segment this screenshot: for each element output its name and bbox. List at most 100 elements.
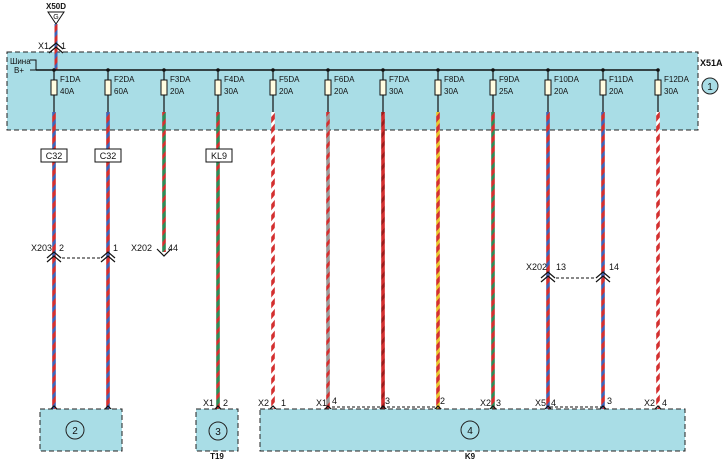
block-2-circle [65,420,85,440]
fuse-name-2: F2DA [114,75,135,84]
dest-pin-3: 4 [332,396,337,406]
x202-upper-chevron-icon [156,248,172,257]
block-4-number: 4 [467,426,473,437]
bus-bracket [30,59,37,71]
fuse-name-11: F11DA [609,75,634,84]
wire-10 [546,112,550,410]
x202-lower-pin-a: 13 [556,262,566,272]
x202-lower-name: X202 [526,262,547,272]
wire-11 [601,112,605,410]
fuse-icon-8 [434,79,442,96]
fuse-block-number-circle [701,77,719,95]
wire-2 [106,112,110,410]
dest-pin-2: 1 [281,398,286,408]
dest-conn-2: X2 [258,398,269,408]
wire-4 [216,112,220,410]
bus-label-line1: Шина [10,57,31,66]
fuse-icon-10 [544,79,552,96]
fuse-name-4: F4DA [224,75,245,84]
bus-junction-7 [381,68,385,72]
fuse-icon-12 [654,79,662,96]
fuse-name-8: F8DA [444,75,465,84]
fuse-name-6: F6DA [334,75,355,84]
bus-junction-4 [216,68,220,72]
fuse-rating-10: 20A [554,87,569,96]
fuse-icon-11 [599,79,607,96]
bus-junction-11 [601,68,605,72]
bus-junction-9 [491,68,495,72]
wire-1 [52,112,56,410]
top-connector-name: X50D [46,2,66,11]
dest-pin-1: 2 [223,398,228,408]
x203-name: X203 [31,243,52,253]
fuse-icon-1 [50,79,58,96]
dest-pin-5: 2 [440,396,445,406]
fuse-row: F1DA40AF2DA60AF3DA20AF4DA30AF5DA20AF6DA2… [50,68,690,112]
wire-tag-1: C32 [46,151,63,161]
x203-pin-b: 1 [113,243,118,253]
x202-lower-chevron-icon-a [540,271,556,283]
wire-tag-3: KL9 [211,151,227,161]
bus-junction-6 [326,68,330,72]
top-connector-pin: G [53,14,58,21]
top-connector-conn: X1 [38,41,49,51]
fuse-block-panel [6,51,699,131]
fuse-icon-9 [489,79,497,96]
block-4-caption: K9 [465,452,476,460]
dest-pin-9: 4 [662,398,667,408]
wire-tag-box-2 [94,148,122,163]
fuse-rating-5: 20A [279,87,294,96]
bus-junction-12 [656,68,660,72]
dest-pin-7: 4 [551,398,556,408]
dest-pin-4: 3 [385,396,390,406]
bus-junction-10 [546,68,550,72]
wire-9 [491,112,495,410]
block-3-caption: T19 [210,452,224,460]
fuse-icon-4 [214,79,222,96]
wire-3 [162,112,166,252]
wire-6 [326,112,330,410]
dest-conn-3: X1 [316,398,327,408]
wire-tag-box-3 [205,148,233,163]
wire-tag-2: C32 [100,151,117,161]
fuse-rating-7: 30A [389,87,404,96]
fuse-block-label: X51A [700,58,723,68]
fuse-name-5: F5DA [279,75,300,84]
bus-junction-1 [52,68,56,72]
fuse-name-9: F9DA [499,75,520,84]
dest-conn-9: X2 [644,398,655,408]
wire-5 [271,112,275,410]
block-2-number: 2 [72,426,78,437]
fuse-icon-7 [379,79,387,96]
bus-junction-5 [271,68,275,72]
fuse-icon-5 [269,79,277,96]
wire-layer [47,112,665,413]
bus-junction-2 [106,68,110,72]
fuse-rating-8: 30A [444,87,459,96]
x203-pin-a: 2 [59,243,64,253]
fuse-name-1: F1DA [60,75,81,84]
fuse-name-3: F3DA [170,75,191,84]
wire-7 [381,112,385,410]
fuse-name-7: F7DA [389,75,410,84]
fuse-rating-6: 20A [334,87,349,96]
x203-chevron-icon-a [46,251,62,263]
dest-conn-7: X5 [535,398,546,408]
x202-upper-pin: 44 [168,243,178,253]
bus-junction-3 [162,68,166,72]
fuse-name-12: F12DA [664,75,690,84]
ground-triangle-icon [47,11,65,25]
fuse-rating-12: 30A [664,87,679,96]
x202-upper-name: X202 [131,243,152,253]
fuse-rating-2: 60A [114,87,129,96]
fuse-rating-3: 20A [170,87,185,96]
bus-label-line2: B+ [14,66,24,75]
wire-tag-box-1 [40,148,68,163]
x202-lower-chevron-icon-b [595,271,611,283]
dest-conn-1: X1 [203,398,214,408]
dest-pin-6: 3 [496,398,501,408]
block-4-circle [460,420,480,440]
fuse-rating-11: 20A [609,87,624,96]
